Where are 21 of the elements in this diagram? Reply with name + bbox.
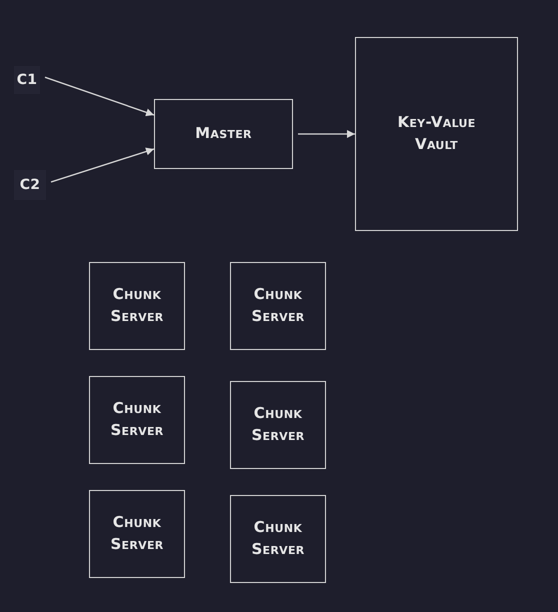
node-label: Key-Value Vault: [396, 112, 477, 155]
process-box: [355, 37, 518, 231]
node-label: C2: [20, 176, 40, 195]
node-label: Chunk Server: [250, 517, 306, 560]
process-box: [89, 490, 185, 578]
process-box: [89, 262, 185, 350]
node-label: Chunk Server: [109, 284, 165, 327]
arrow: [298, 130, 355, 138]
process-box: [154, 99, 293, 169]
process-box: [230, 495, 326, 583]
node-label: Chunk Server: [109, 398, 165, 441]
node-label: Chunk Server: [250, 403, 306, 446]
process-box: [230, 262, 326, 350]
process-box: [89, 376, 185, 464]
arrow: [50, 148, 154, 183]
process-box: [230, 381, 326, 469]
node-label: Chunk Server: [250, 284, 306, 327]
node-label: Master: [195, 123, 252, 144]
arrow: [44, 76, 154, 116]
node-label: C1: [16, 70, 38, 90]
node-label: Chunk Server: [109, 512, 165, 555]
